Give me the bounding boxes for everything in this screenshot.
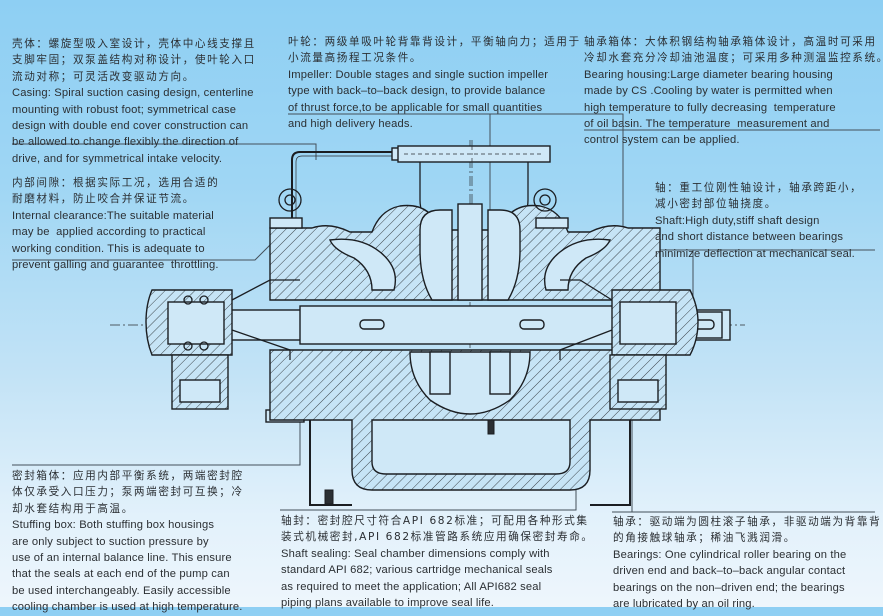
shaft-sealing-zh-line-1: 轴封：密封腔尺寸符合API 682标准；可配用各种形式集 (281, 515, 589, 527)
callout-bearings: 轴承：驱动端为圆柱滚子轴承，非驱动端为背靠背 的角接触球轴承；稀油飞溅润滑。 B… (613, 514, 881, 612)
leader-casing (12, 143, 317, 160)
shaft-sealing-zh-line-2: 装式机械密封,API 682标准管路系统应用确保密封寿命。 (281, 531, 594, 544)
shaft-en-line-1: Shaft:High duty,stiff shaft design (655, 214, 820, 227)
bearings-en-line-1: Bearings: One cylindrical roller bearing… (613, 548, 847, 561)
callout-casing: 壳体：螺旋型吸入室设计，壳体中心线支撑且 支脚牢固；双泵盖结构对称设计，使叶轮入… (12, 36, 256, 167)
casing-en-line-2: mounting with robust foot; symmetrical c… (12, 103, 237, 116)
callout-impeller: 叶轮：两级单吸叶轮背靠背设计，平衡轴向力；适用于 小流量高扬程工况条件。 Imp… (288, 34, 581, 132)
bearing-housing-drive-end (145, 279, 300, 410)
stuffing-box-zh-line-2: 体仅承受入口压力；泵两端密封可互换；冷 (12, 486, 244, 499)
callout-stuffing-box: 密封箱体：应用内部平衡系统，两端密封腔 体仅承受入口压力；泵两端密封可互换；冷 … (12, 468, 244, 616)
bearings-en-line-2: driven end and back–to–back angular cont… (613, 565, 846, 578)
stuffing-box-en-line-6: cooling chamber is used at high temperat… (12, 601, 243, 614)
bearings-en-line-4: are lubricated by an oil ring. (613, 598, 755, 611)
casing-zh-line-3: 流动对称；可灵活改变驱动方向。 (12, 70, 195, 83)
impeller-zh-line-1: 叶轮：两级单吸叶轮背靠背设计，平衡轴向力；适用于 (288, 36, 581, 48)
bearing-housing-non-drive-end (559, 279, 699, 410)
impeller-zh-line-2: 小流量高扬程工况条件。 (288, 52, 423, 65)
casing-en-line-3: design with double end cover constructio… (12, 120, 249, 133)
leader-stuffing-box (12, 400, 301, 466)
callout-shaft-sealing: 轴封：密封腔尺寸符合API 682标准；可配用各种形式集 装式机械密封,API … (281, 513, 594, 611)
shaft-sealing-en-line-1: Shaft sealing: Seal chamber dimensions c… (281, 547, 550, 560)
shaft-sealing-en-line-4: piping plans available to improve seal l… (281, 597, 495, 610)
shaft-sealing-en-line-3: as required to meet the application; All… (281, 580, 542, 593)
internal-clearance-en-line-4: prevent galling and guarantee throttling… (12, 259, 219, 272)
internal-clearance-en-line-1: Internal clearance:The suitable material (12, 209, 214, 222)
bearing-housing-en-line-5: control system can be applied. (584, 134, 740, 147)
bearing-housing-en-line-4: of oil basin. The temperature measuremen… (584, 118, 830, 131)
internal-clearance-en-line-3: working condition. This is adequate to (12, 242, 205, 255)
callout-bearing-housing: 轴承箱体：大体积钢结构轴承箱体设计，高温时可采用 冷却水套充分冷却油池温度；可采… (584, 34, 883, 149)
bearings-zh-line-1: 轴承：驱动端为圆柱滚子轴承，非驱动端为背靠背 (613, 516, 882, 528)
callout-shaft: 轴：重工位刚性轴设计，轴承跨距小， 减小密封部位轴挠度。 Shaft:High … (655, 180, 862, 262)
shaft-zh-line-1: 轴：重工位刚性轴设计，轴承跨距小， (655, 182, 863, 194)
drain-plugs (324, 419, 495, 505)
casing-zh-line-2: 支脚牢固；双泵盖结构对称设计，使叶轮入口 (12, 54, 256, 67)
impeller-en-line-1: Impeller: Double stages and single sucti… (288, 68, 549, 81)
bearings-zh-line-2: 的角接触球轴承；稀油飞溅润滑。 (613, 532, 796, 545)
shaft-en-line-2: and short distance between bearings (655, 231, 844, 244)
bearing-housing-en-line-3: high temperature to fully decreasing tem… (584, 101, 836, 114)
bearing-housing-zh-line-2: 冷却水套充分冷却油池温度；可采用多种测温监控系统。 (584, 52, 883, 65)
casing-upper (269, 203, 661, 301)
bearings-en-line-3: bearings on the non–driven end; the bear… (613, 581, 845, 594)
stuffing-box-zh-line-3: 却水套结构用于高温。 (12, 502, 134, 515)
shaft-sealing-en-line-2: standard API 682; various cartridge mech… (281, 564, 553, 577)
bearing-housing-en-line-1: Bearing housing:Large diameter bearing h… (584, 68, 833, 81)
lifting-eyes (278, 188, 557, 212)
stuffing-box-en-line-4: that the seals at each end of the pump c… (12, 568, 230, 581)
shaft-zh-line-2: 减小密封部位轴挠度。 (655, 198, 777, 211)
bearing-housing-en-line-2: made by CS .Cooling by water is permitte… (584, 85, 833, 98)
internal-clearance-zh-line-1: 内部间隙：根据实际工况，选用合适的 (12, 177, 220, 189)
stuffing-box-en-line-1: Stuffing box: Both stuffing box housings (12, 519, 215, 532)
stuffing-box-en-line-5: be used interchangeably. Easily accessib… (12, 584, 231, 597)
callout-internal-clearance: 内部间隙：根据实际工况，选用合适的 耐磨材料，防止咬合并保证节流。 Intern… (12, 175, 219, 273)
impeller-en-line-3: of thrust force,to be applicable for sma… (288, 101, 543, 114)
impeller-en-line-4: and high delivery heads. (288, 118, 413, 131)
casing-zh-line-1: 壳体：螺旋型吸入室设计，壳体中心线支撑且 (12, 38, 256, 50)
casing-en-line-1: Casing: Spiral suction casing design, ce… (12, 87, 254, 100)
internal-clearance-zh-line-2: 耐磨材料，防止咬合并保证节流。 (12, 193, 195, 206)
stuffing-box-en-line-2: are only subject to suction pressure by (12, 535, 209, 548)
shaft-en-line-3: minimize deflection at mechanical seal. (655, 247, 855, 260)
casing-en-line-4: be allowed to change flexibly the direct… (12, 136, 239, 149)
casing-en-line-5: drive, and for symmetrical intake veloci… (12, 152, 223, 165)
stuffing-box-zh-line-1: 密封箱体：应用内部平衡系统，两端密封腔 (12, 470, 244, 482)
leader-internal-clearance (12, 244, 271, 261)
casing-lower (269, 349, 661, 506)
impeller-en-line-2: type with back–to–back design, to provid… (288, 85, 546, 98)
internal-clearance-en-line-2: may be applied according to practical (12, 226, 206, 239)
stuffing-box-en-line-3: use of an internal balance line. This en… (12, 552, 232, 565)
bearing-housing-zh-line-1: 轴承箱体：大体积钢结构轴承箱体设计，高温时可采用 (584, 36, 877, 48)
